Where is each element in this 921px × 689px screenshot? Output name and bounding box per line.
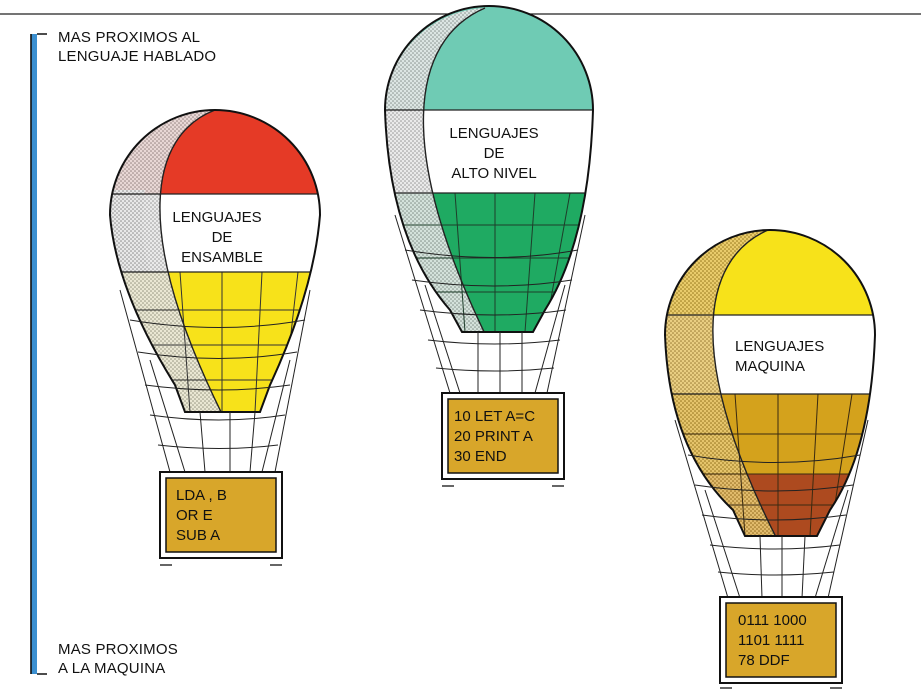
- balloon-maquina-title-1: LENGUAJES: [735, 338, 824, 355]
- balloon-ensamble-title-1: LENGUAJES: [172, 209, 261, 226]
- balloon-alto-nivel-title-3: ALTO NIVEL: [451, 165, 536, 182]
- scale-bottom-label-line-1: MAS PROXIMOS: [58, 641, 178, 658]
- basket-ensamble-line-1: LDA , B: [176, 487, 227, 504]
- scale-top-label-line-1: MAS PROXIMOS AL: [58, 29, 201, 46]
- balloon-ensamble-ropes: [119, 289, 311, 473]
- basket-ensamble: [159, 471, 283, 566]
- basket-ensamble-line-2: OR E: [176, 507, 213, 524]
- scale-bottom-label: MAS PROXIMOS A LA MAQUINA: [58, 640, 178, 678]
- basket-maquina-line-1: 0111 1000: [738, 612, 807, 629]
- scale-top-label-line-2: LENGUAJE HABLADO: [58, 48, 217, 65]
- basket-ensamble-line-3: SUB A: [176, 527, 220, 544]
- scale-top-label: MAS PROXIMOS AL LENGUAJE HABLADO: [58, 28, 216, 66]
- basket-alto-nivel-line-2: 20 PRINT A: [454, 428, 533, 445]
- basket-maquina-line-2: 1101 1111: [738, 632, 804, 649]
- balloon-alto-nivel-title-1: LENGUAJES: [449, 125, 538, 142]
- scale-bottom-label-line-2: A LA MAQUINA: [58, 660, 166, 677]
- basket-alto-nivel: [441, 392, 565, 487]
- basket-maquina: [719, 596, 843, 689]
- balloon-maquina-ropes: [674, 419, 869, 599]
- basket-maquina-line-3: 78 DDF: [738, 652, 790, 669]
- balloon-ensamble: LENGUAJES DE ENSAMBLE LDA , B OR E SUB A: [108, 109, 322, 566]
- balloon-ensamble-title-3: ENSAMBLE: [181, 249, 263, 266]
- balloon-alto-nivel-title-2: DE: [484, 145, 505, 162]
- balloon-maquina: LENGUAJES MAQUINA 0111 1000 1101 1111 78…: [663, 229, 877, 689]
- basket-alto-nivel-line-3: 30 END: [454, 448, 507, 465]
- balloon-maquina-title-2: MAQUINA: [735, 358, 805, 375]
- scale-bar: [30, 33, 47, 675]
- balloon-ensamble-title-2: DE: [212, 229, 233, 246]
- basket-alto-nivel-line-1: 10 LET A=C: [454, 408, 535, 425]
- balloon-alto-nivel: LENGUAJES DE ALTO NIVEL 10 LET A=C 20 PR…: [383, 5, 595, 487]
- balloon-alto-nivel-ropes: [394, 214, 586, 394]
